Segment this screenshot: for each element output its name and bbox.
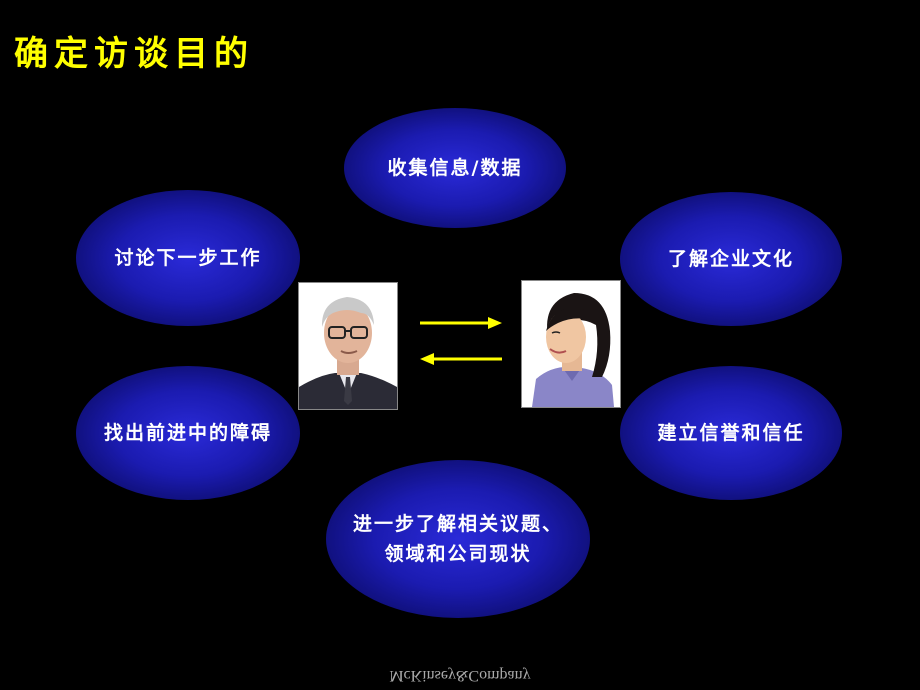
bubble-find-obstacles: 找出前进中的障碍	[76, 366, 300, 500]
footer-logo-text: McKinsey&Company	[389, 667, 531, 684]
bubble-discuss-next-steps-label: 讨论下一步工作	[114, 247, 262, 269]
bubble-understand-issues: 进一步了解相关议题、 领域和公司现状	[326, 460, 590, 618]
slide-title: 确定访谈目的	[14, 34, 254, 74]
bubble-build-trust: 建立信誉和信任	[620, 366, 842, 500]
arrow-right-icon	[420, 317, 502, 329]
bubble-understand-issues-label: 进一步了解相关议题、 领域和公司现状	[352, 513, 563, 565]
bubble-find-obstacles-label: 找出前进中的障碍	[103, 422, 272, 444]
bubble-discuss-next-steps: 讨论下一步工作	[76, 190, 300, 326]
interviewee-photo	[521, 280, 621, 408]
bubble-understand-culture-label: 了解企业文化	[667, 248, 794, 270]
woman-portrait-icon	[522, 281, 620, 407]
bubble-build-trust-label: 建立信誉和信任	[657, 422, 805, 444]
bubble-collect-info: 收集信息/数据	[344, 108, 566, 228]
man-portrait-icon	[299, 283, 397, 409]
bubble-collect-info-label: 收集信息/数据	[387, 157, 523, 179]
interviewer-photo	[298, 282, 398, 410]
bubble-understand-culture: 了解企业文化	[620, 192, 842, 326]
arrow-left-icon	[420, 353, 502, 365]
